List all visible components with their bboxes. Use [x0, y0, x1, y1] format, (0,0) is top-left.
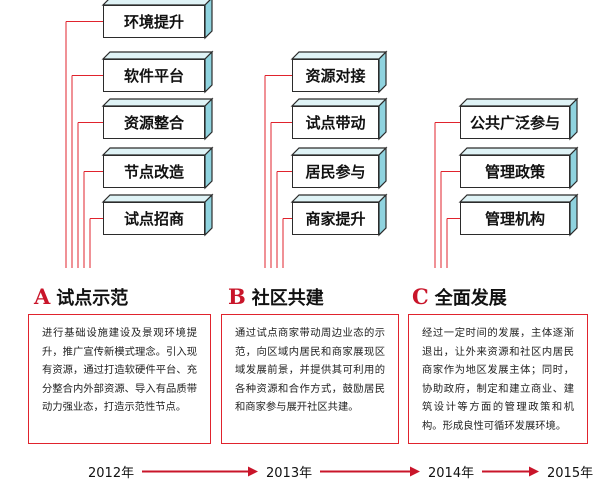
box-top-face: [101, 98, 214, 107]
phase-a-item-5: 试点招商: [103, 202, 205, 235]
phase-b-description: 通过试点商家带动周边业态的示范，向区域内居民和商家展现区域发展前景，并提供其可利…: [221, 314, 399, 444]
box-top-face: [290, 147, 388, 156]
box-side-face: [204, 146, 213, 190]
box-side-face: [204, 193, 213, 237]
phase-a-item-2: 软件平台: [103, 59, 205, 92]
phase-a-description: 进行基础设施建设及景观环境提升，推广宣传新模式理念。引入现有资源，通过打造软硬件…: [28, 314, 211, 444]
phase-c-description: 经过一定时间的发展，主体逐渐退出，让外来资源和社区内居民商家作为地区发展主体；同…: [408, 314, 588, 444]
phase-b-item-1: 资源对接: [292, 59, 379, 92]
phase-a-name: 试点示范: [56, 288, 129, 309]
phase-a-item-3: 资源整合: [103, 106, 205, 139]
timeline-year-2014: 2014年: [428, 466, 475, 481]
phase-c-title: C 全面发展: [412, 284, 507, 310]
phase-a-item-4: 节点改造: [103, 155, 205, 188]
timeline-year-2013: 2013年: [266, 466, 313, 481]
phase-c-item-3: 管理机构: [460, 202, 570, 235]
box-top-face: [101, 51, 214, 60]
box-side-face: [204, 0, 213, 40]
box-top-face: [290, 194, 388, 203]
phase-b-item-2: 试点带动: [292, 106, 379, 139]
box-side-face: [378, 97, 387, 141]
phase-c-name: 全面发展: [434, 288, 507, 309]
timeline-year-2012: 2012年: [88, 466, 135, 481]
phase-a-title: A 试点示范: [34, 284, 128, 310]
box-side-face: [569, 97, 578, 141]
box-top-face: [458, 98, 579, 107]
box-top-face: [101, 147, 214, 156]
phase-a-letter: A: [34, 284, 51, 309]
box-top-face: [290, 51, 388, 60]
box-side-face: [569, 146, 578, 190]
phase-b-item-4: 商家提升: [292, 202, 379, 235]
phase-b-item-3: 居民参与: [292, 155, 379, 188]
phase-a-item-1: 环境提升: [103, 5, 205, 38]
phase-c-letter: C: [412, 284, 429, 309]
timeline-year-2015: 2015年: [547, 466, 594, 481]
timeline-arrow-head: [529, 466, 539, 477]
timeline-arrow-head: [410, 466, 420, 477]
box-side-face: [569, 193, 578, 237]
box-top-face: [458, 147, 579, 156]
timeline-arrow-head: [248, 466, 258, 477]
box-top-face: [458, 194, 579, 203]
phase-b-letter: B: [228, 284, 246, 309]
phase-b-name: 社区共建: [251, 288, 324, 309]
box-side-face: [378, 50, 387, 94]
phase-c-item-1: 公共广泛参与: [460, 106, 570, 139]
box-side-face: [378, 193, 387, 237]
phase-b-title: B 社区共建: [228, 284, 324, 310]
box-top-face: [101, 194, 214, 203]
box-side-face: [378, 146, 387, 190]
box-side-face: [204, 97, 213, 141]
phase-c-item-2: 管理政策: [460, 155, 570, 188]
box-side-face: [204, 50, 213, 94]
box-top-face: [290, 98, 388, 107]
